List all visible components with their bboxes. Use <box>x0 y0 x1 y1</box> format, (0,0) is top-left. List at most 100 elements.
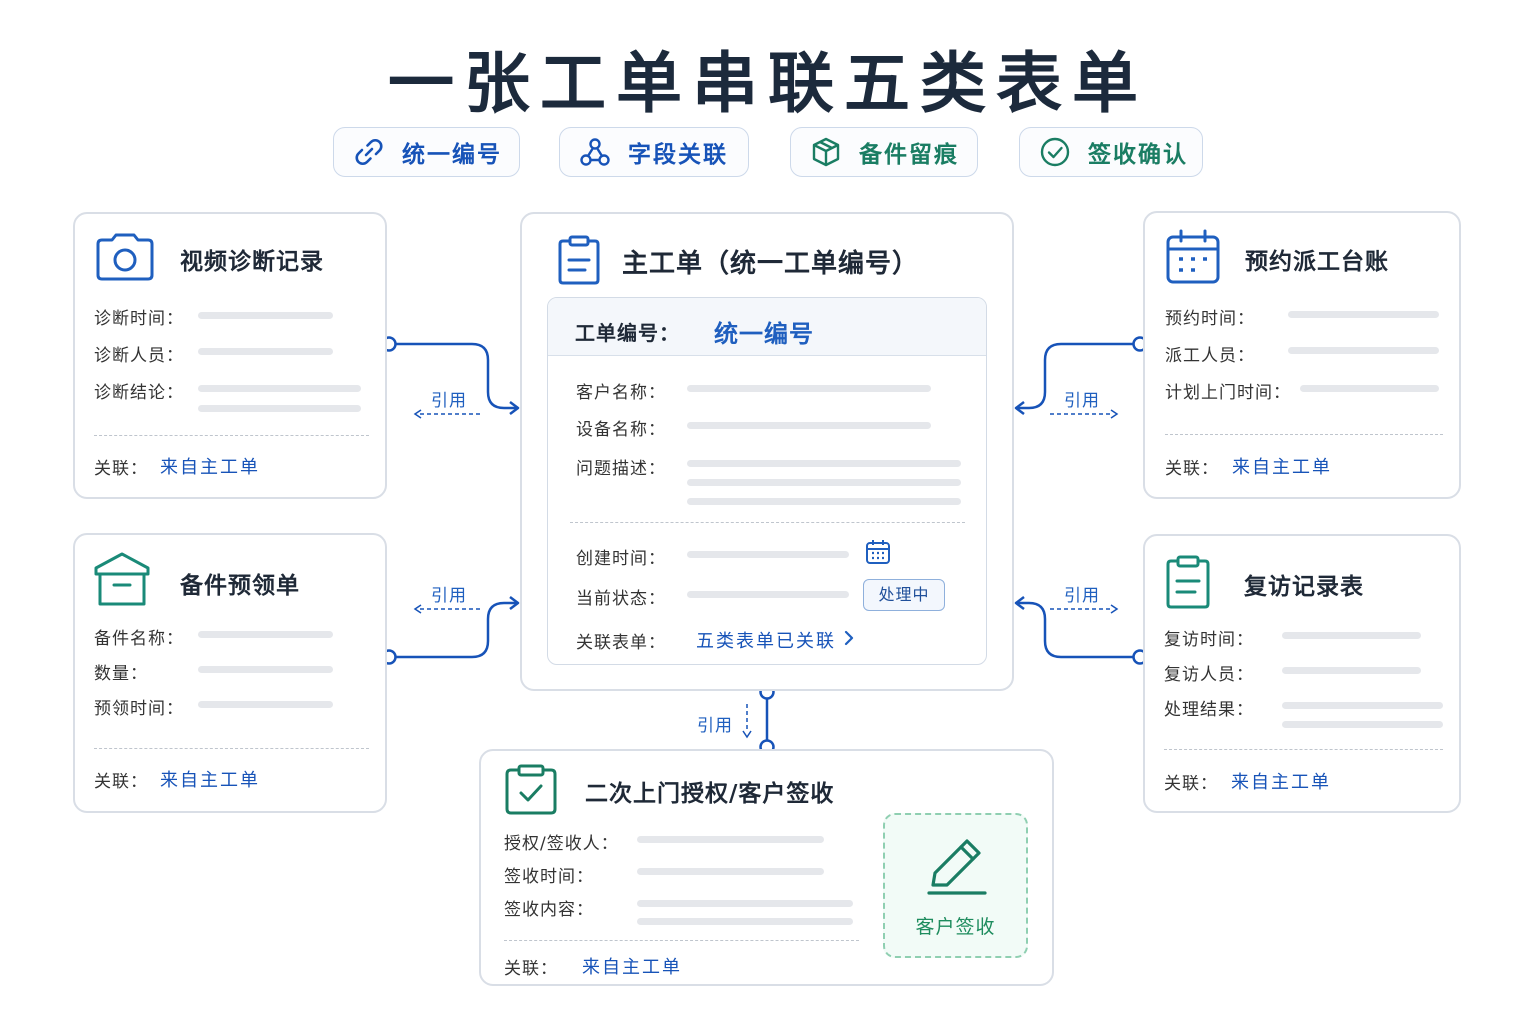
page-title: 一张工单串联五类表单 <box>388 45 1148 122</box>
field-placeholder <box>1282 667 1421 674</box>
ref-label-booking: 引用 <box>1064 391 1100 411</box>
field-placeholder <box>198 348 333 355</box>
link-prefix: 关联： <box>1165 459 1219 479</box>
link-main-order[interactable]: 来自主工单 <box>160 457 260 478</box>
field-placeholder <box>1282 702 1443 709</box>
pill-label: 签收确认 <box>1088 142 1188 168</box>
field-placeholder <box>637 918 853 925</box>
field-label: 问题描述： <box>576 459 666 479</box>
link-prefix: 关联： <box>504 959 558 979</box>
ref-label-followup: 引用 <box>1064 586 1100 606</box>
link-prefix: 关联： <box>94 772 148 792</box>
field-label: 诊断结论： <box>94 383 184 403</box>
link-icon <box>355 139 383 165</box>
field-label: 诊断人员： <box>94 346 184 366</box>
status-badge: 处理中 <box>863 579 945 611</box>
order-id-label: 工单编号： <box>575 321 680 345</box>
order-id-value: 统一编号 <box>714 320 814 348</box>
calendar-icon <box>1166 229 1220 284</box>
field-placeholder <box>198 405 361 412</box>
field-label: 复访时间： <box>1164 630 1254 650</box>
link-main-order[interactable]: 来自主工单 <box>1231 772 1331 793</box>
field-placeholder <box>1282 721 1443 728</box>
nodes-icon <box>580 138 610 166</box>
field-placeholder <box>637 868 824 875</box>
pill-unified-id: 统一编号 <box>333 127 520 177</box>
customer-sign-box[interactable] <box>883 813 1028 958</box>
field-label: 诊断时间： <box>94 309 184 329</box>
ref-label-signoff: 引用 <box>697 716 733 736</box>
order-id-band <box>548 298 986 356</box>
field-label: 关联表单： <box>576 633 666 653</box>
link-main-order[interactable]: 来自主工单 <box>582 957 682 978</box>
divider <box>94 748 369 749</box>
field-label: 备件名称： <box>94 629 184 649</box>
field-label: 预约时间： <box>1165 309 1255 329</box>
field-label: 签收内容： <box>504 900 594 920</box>
field-label: 设备名称： <box>576 420 666 440</box>
field-label: 创建时间： <box>576 549 666 569</box>
calendar-icon[interactable] <box>864 538 892 566</box>
link-main-order[interactable]: 来自主工单 <box>160 770 260 791</box>
box-icon <box>94 552 150 606</box>
card-title: 预约派工台账 <box>1245 249 1389 275</box>
pill-field-link: 字段关联 <box>559 127 749 177</box>
card-title: 视频诊断记录 <box>180 249 324 275</box>
pill-label: 备件留痕 <box>859 142 959 168</box>
field-placeholder <box>198 631 333 638</box>
field-label: 客户名称： <box>576 383 666 403</box>
ref-label-spare: 引用 <box>431 586 467 606</box>
field-placeholder <box>687 551 849 558</box>
pen-icon <box>927 839 987 895</box>
field-label: 派工人员： <box>1165 346 1255 366</box>
pill-label: 字段关联 <box>628 142 728 168</box>
field-label: 计划上门时间： <box>1165 383 1291 403</box>
package-icon <box>812 137 840 167</box>
clipboard-icon <box>1166 555 1210 609</box>
pill-label: 统一编号 <box>402 142 502 168</box>
link-main-order[interactable]: 来自主工单 <box>1232 457 1332 478</box>
card-title: 二次上门授权/客户签收 <box>585 781 835 807</box>
customer-sign-label: 客户签收 <box>915 916 996 938</box>
field-label: 授权/签收人： <box>504 834 619 854</box>
field-placeholder <box>1282 632 1421 639</box>
field-label: 处理结果： <box>1164 700 1254 720</box>
field-placeholder <box>687 479 961 486</box>
field-placeholder <box>687 460 961 467</box>
pill-spare-trace: 备件留痕 <box>790 127 978 177</box>
chevron-right-icon[interactable] <box>842 629 856 647</box>
divider <box>504 940 859 941</box>
field-placeholder <box>687 422 931 429</box>
pill-sign-confirm: 签收确认 <box>1019 127 1203 177</box>
field-placeholder <box>1288 347 1439 354</box>
field-placeholder <box>1288 311 1439 318</box>
main-title: 主工单（统一工单编号） <box>622 249 920 279</box>
field-placeholder <box>687 591 849 598</box>
field-placeholder <box>1300 385 1439 392</box>
clipboard-icon <box>558 235 600 285</box>
field-placeholder <box>198 666 333 673</box>
field-label: 数量： <box>94 664 148 684</box>
card-title: 复访记录表 <box>1244 574 1364 600</box>
field-placeholder <box>687 498 961 505</box>
clipboard-check-icon <box>505 764 557 815</box>
check-circle-icon <box>1040 137 1070 167</box>
divider <box>1165 434 1443 435</box>
ref-label-video: 引用 <box>431 391 467 411</box>
field-label: 预领时间： <box>94 699 184 719</box>
divider <box>570 522 965 523</box>
link-prefix: 关联： <box>1164 774 1218 794</box>
linked-forms-link[interactable]: 五类表单已关联 <box>696 631 836 652</box>
card-spare-request <box>73 533 387 813</box>
field-placeholder <box>687 385 931 392</box>
connector-followup <box>1014 596 1148 665</box>
divider <box>1164 749 1443 750</box>
connector-signoff <box>742 684 775 755</box>
field-placeholder <box>198 701 333 708</box>
field-placeholder <box>198 312 333 319</box>
field-placeholder <box>637 836 824 843</box>
divider <box>94 435 369 436</box>
field-placeholder <box>637 900 853 907</box>
field-label: 复访人员： <box>1164 665 1254 685</box>
camera-icon <box>96 233 154 281</box>
